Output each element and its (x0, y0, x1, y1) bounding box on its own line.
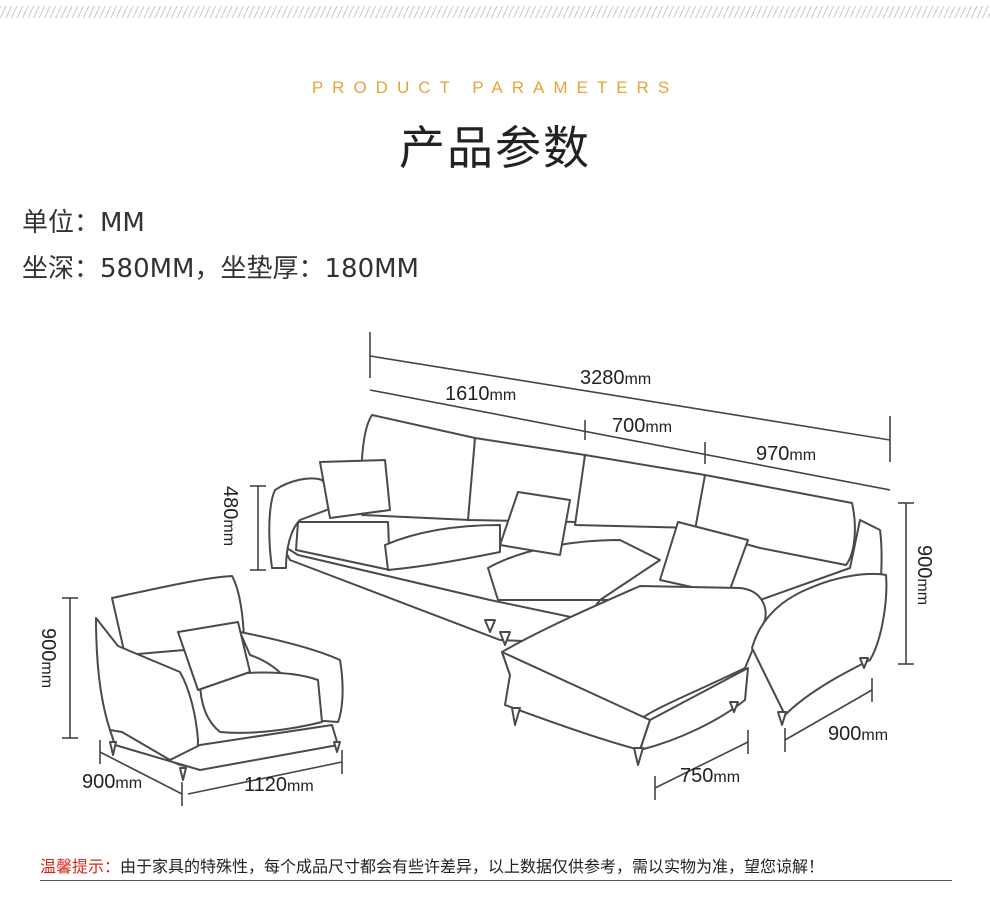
seat-spec: 坐深：580MM，坐垫厚：180MM (22, 254, 419, 284)
armchair-leg (333, 741, 341, 753)
dimension-line-chaise-width (654, 741, 749, 789)
section-title-english: PRODUCT PARAMETERS (311, 78, 679, 97)
back-cushion (694, 474, 856, 566)
section-title-chinese: 产品参数 (399, 121, 591, 175)
throw-pillow (319, 459, 391, 519)
back-cushion (574, 454, 706, 529)
armchair-leg (109, 741, 117, 756)
dimension-label-chair-width: 1120mm (244, 774, 314, 796)
footer-notice-lead: 温馨提示： (40, 857, 121, 876)
sofa-leg (777, 711, 787, 726)
sectional-sofa (268, 414, 888, 766)
dimension-line-chaise-depth (784, 689, 873, 741)
armchair (95, 575, 344, 781)
dimension-label-arm-height: 480mm (219, 486, 241, 546)
seat-cushion (384, 524, 501, 571)
dimension-label-left-section: 1610mm (445, 383, 516, 405)
dimension-label-chair-depth: 900mm (82, 771, 142, 793)
seat-cushion (487, 539, 661, 601)
sofa-leg (633, 747, 644, 766)
sofa-leg (511, 707, 521, 726)
armchair-base (109, 724, 339, 771)
chaise-side (639, 667, 749, 751)
footer-notice: 温馨提示：由于家具的特殊性，每个成品尺寸都会有些许差异，以上数据仅供参考，需以实… (40, 853, 824, 877)
unit-spec: 单位：MM (22, 208, 145, 238)
sofa-leg (859, 657, 869, 669)
footer-notice-text: 由于家具的特殊性，每个成品尺寸都会有些许差异，以上数据仅供参考，需以实物为准，望… (120, 857, 825, 876)
armchair-leg (179, 767, 187, 781)
dimension-label-middle-section: 700mm (612, 415, 672, 437)
decorative-hatch-border (0, 6, 990, 18)
sofa-leg (729, 701, 739, 713)
dimension-line-segments (369, 389, 891, 491)
dimension-label-right-section: 970mm (756, 443, 816, 465)
dimension-line-total (369, 355, 891, 441)
armchair-seat (199, 671, 323, 734)
throw-pillow (499, 491, 571, 556)
dimension-label-sofa-height: 900mm (913, 545, 935, 605)
dimension-label-chaise-depth: 900mm (828, 723, 888, 745)
dimension-line-chair-depth (99, 751, 183, 795)
dimension-label-chaise-width: 750mm (680, 765, 740, 787)
sofa-right-arm (751, 572, 888, 716)
dimension-label-chair-height: 900mm (37, 628, 59, 688)
sofa-leg (484, 619, 496, 633)
footer-divider (40, 880, 952, 881)
sofa-left-arm (268, 477, 341, 569)
dimension-line-chair-width (187, 761, 343, 795)
throw-pillow (177, 621, 251, 691)
dimension-label-total: 3280mm (580, 367, 651, 389)
sofa-leg (499, 631, 511, 646)
